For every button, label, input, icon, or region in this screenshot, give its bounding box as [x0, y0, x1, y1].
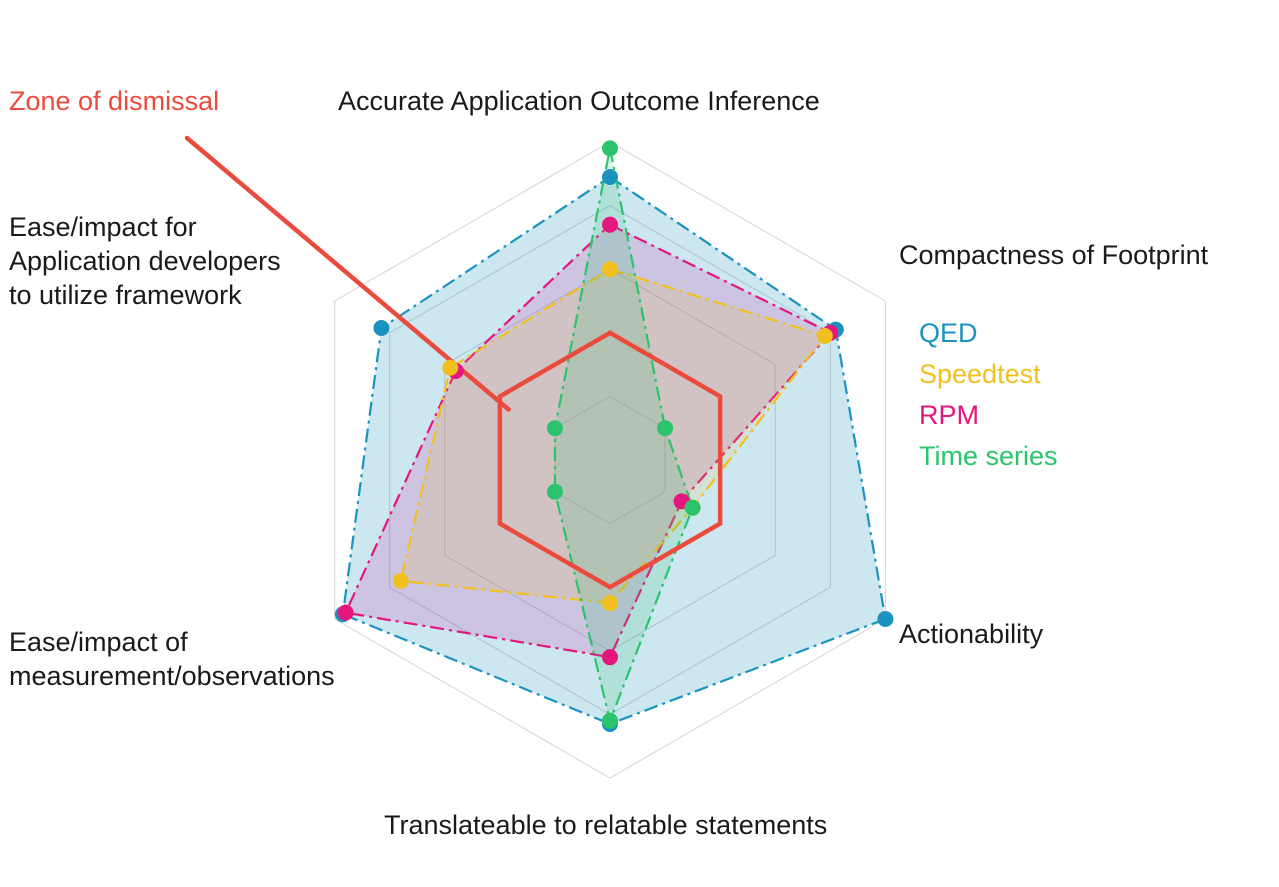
data-point-qed-5	[373, 320, 390, 337]
data-point-qed-2	[877, 611, 894, 627]
axis-label-measurement: Ease/impact of measurement/observations	[9, 627, 335, 691]
axis-label-accurate-inference: Accurate Application Outcome Inference	[338, 86, 820, 116]
data-point-rpm-0	[602, 216, 618, 233]
data-point-time-series-3	[602, 712, 618, 729]
data-point-time-series-4	[546, 483, 563, 500]
data-point-speedtest-5	[442, 359, 459, 376]
zone-hexagon	[497, 330, 723, 590]
grid-ring-5	[334, 141, 886, 779]
data-point-time-series-5	[546, 420, 563, 437]
data-point-speedtest-0	[602, 261, 618, 278]
data-point-rpm-3	[602, 649, 618, 666]
legend: QED Speedtest RPM Time series	[919, 313, 1058, 477]
data-point-speedtest-3	[602, 595, 618, 612]
data-point-speedtest-4	[392, 572, 409, 589]
zone-of-dismissal-label: Zone of dismissal	[9, 86, 220, 116]
axis-label-translateable: Translateable to relatable statements	[384, 810, 828, 840]
axis-label-developers: Ease/impact for Application developers t…	[9, 212, 281, 310]
data-point-time-series-2	[684, 499, 701, 516]
axis-label-compactness: Compactness of Footprint	[899, 240, 1209, 270]
radar-points	[334, 140, 894, 732]
legend-item-time-series: Time series	[919, 441, 1058, 471]
data-point-time-series-0	[602, 140, 618, 157]
data-point-time-series-1	[657, 420, 674, 437]
axis-label-actionability: Actionability	[899, 619, 1044, 649]
data-point-speedtest-1	[816, 327, 833, 344]
data-point-qed-0	[602, 168, 618, 185]
data-point-rpm-4	[337, 604, 354, 621]
legend-item-speedtest: Speedtest	[919, 359, 1041, 389]
legend-item-qed: QED	[919, 318, 978, 348]
legend-item-rpm: RPM	[919, 400, 979, 430]
radar-series	[341, 147, 887, 726]
